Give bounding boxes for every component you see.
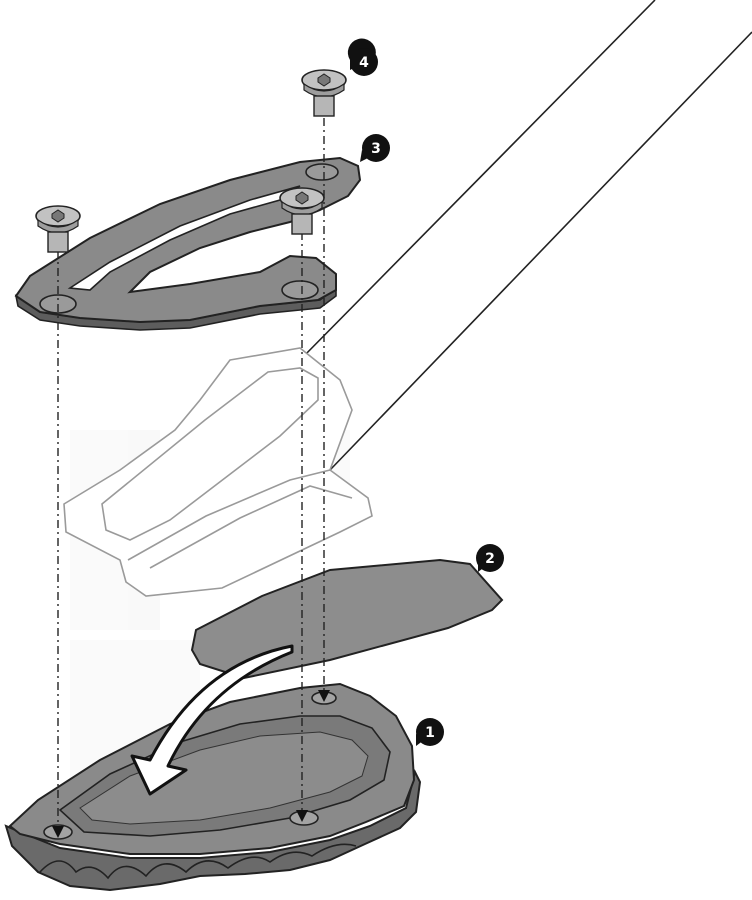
bracket-hole-right [281, 280, 319, 300]
bracket-plate [14, 156, 362, 331]
svg-text:3: 3 [371, 141, 381, 157]
svg-text:4: 4 [359, 55, 369, 71]
callout-3: 3 [360, 134, 390, 162]
bolt-top [301, 69, 347, 117]
alignment-lines [57, 118, 325, 826]
callout-2: 2 [476, 544, 504, 572]
base-grip-scallops [39, 843, 357, 880]
alignment-arrowheads [52, 690, 330, 838]
rubber-pad [190, 558, 504, 680]
side-stand-leg [299, 0, 752, 471]
svg-text:2: 2 [485, 551, 495, 567]
callout-1: 1 [416, 718, 444, 746]
bracket-hole-top [305, 163, 339, 181]
stand-foot-base [4, 682, 422, 892]
rubber-pad-shape [190, 558, 504, 680]
base-recess-floor [79, 731, 369, 825]
direction-arrow [130, 644, 294, 796]
callout-4: 4 [347, 38, 378, 76]
original-stand-foot-ghost [63, 347, 373, 597]
base-side [4, 769, 422, 892]
svg-text:1: 1 [425, 725, 435, 741]
bolt-middle [279, 187, 325, 235]
bolt-left [35, 205, 81, 253]
